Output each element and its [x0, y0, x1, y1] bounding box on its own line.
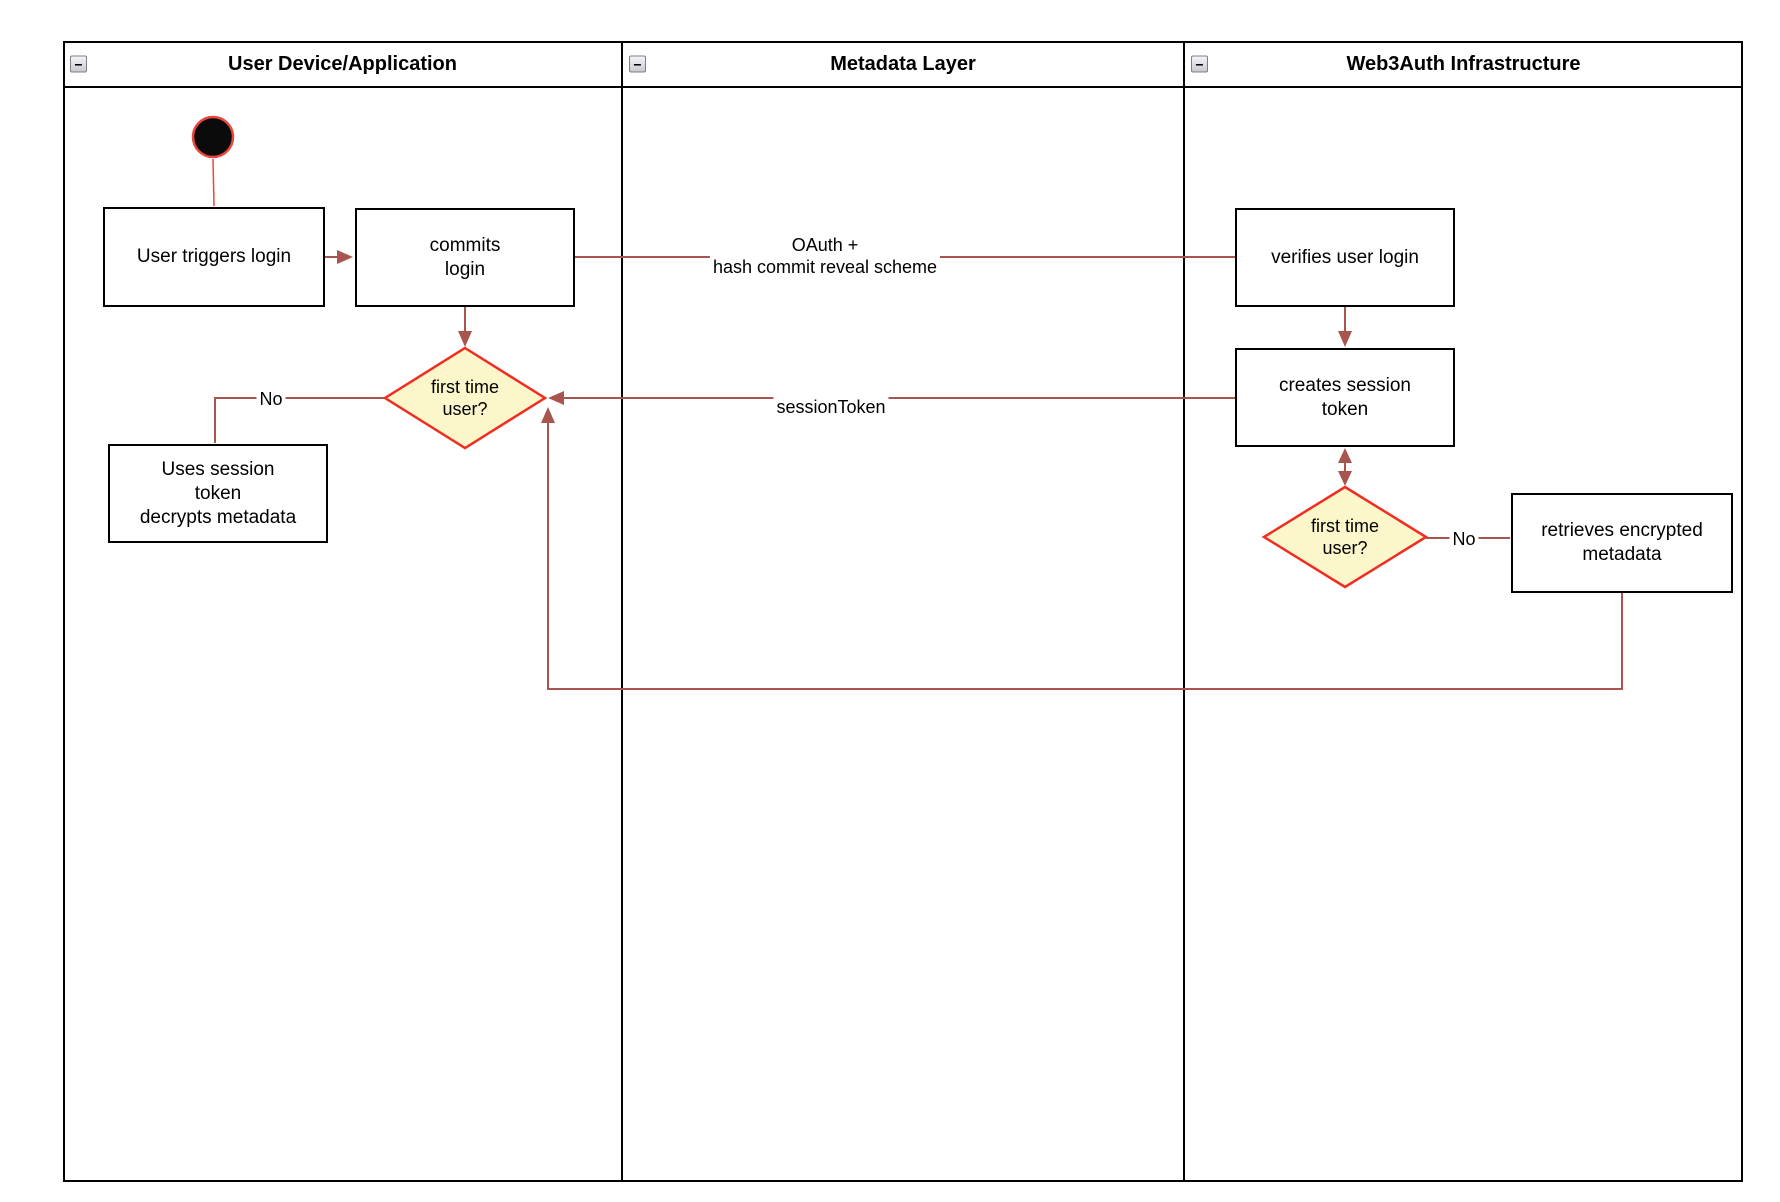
node-label: creates session token: [1278, 374, 1411, 420]
lane-divider-1: [621, 41, 623, 1182]
arrowhead-icon: [541, 407, 555, 423]
node-commits-login[interactable]: commits login: [355, 208, 575, 307]
node-label: retrieves encrypted metadata: [1541, 520, 1703, 565]
arrowhead-icon: [337, 250, 353, 264]
edge-label-session-token: sessionToken: [773, 396, 889, 418]
edge-start-to-trigger: [212, 158, 215, 207]
decision-label: first time user?: [430, 377, 500, 419]
node-verifies-user-login[interactable]: verifies user login: [1235, 208, 1455, 307]
decision-label: first time user?: [1310, 516, 1380, 558]
node-label: verifies user login: [1271, 246, 1419, 268]
lane-header-metadata-layer: − Metadata Layer: [622, 41, 1184, 87]
edge-no-to-uses-session: [214, 397, 385, 443]
lane-title: Metadata Layer: [830, 52, 976, 75]
arrowhead-icon: [1338, 331, 1352, 347]
arrowhead-icon: [1338, 448, 1352, 463]
arrowhead-icon: [1338, 471, 1352, 486]
lane-header-web3auth-infrastructure: − Web3Auth Infrastructure: [1184, 41, 1743, 87]
collapse-button[interactable]: −: [70, 55, 87, 73]
minus-icon: −: [74, 56, 83, 72]
collapse-button[interactable]: −: [629, 55, 646, 73]
node-user-triggers-login[interactable]: User triggers login: [103, 207, 325, 307]
arrowhead-icon: [458, 331, 472, 347]
node-uses-session-token[interactable]: Uses session token decrypts metadata: [108, 444, 328, 543]
collapse-button[interactable]: −: [1191, 55, 1208, 73]
arrowhead-icon: [548, 391, 564, 405]
node-creates-session-token[interactable]: creates session token: [1235, 348, 1455, 447]
pool-frame: [63, 41, 1743, 1182]
minus-icon: −: [633, 56, 642, 72]
start-state-node[interactable]: [191, 115, 235, 159]
decision-first-time-user-infra[interactable]: [1261, 485, 1429, 589]
node-retrieves-encrypted-metadata[interactable]: retrieves encrypted metadata: [1511, 493, 1733, 593]
header-divider: [63, 86, 1743, 88]
lane-header-user-device: − User Device/Application: [63, 41, 622, 87]
lane-title: Web3Auth Infrastructure: [1346, 52, 1581, 75]
node-label: Uses session token decrypts metadata: [139, 458, 297, 528]
lane-title: User Device/Application: [228, 52, 457, 75]
lane-divider-2: [1183, 41, 1185, 1182]
edge-label-no: No: [1449, 528, 1479, 550]
edge-feedback: [547, 423, 1623, 690]
node-label: commits login: [429, 234, 501, 280]
minus-icon: −: [1195, 56, 1204, 72]
edge-label-no: No: [256, 388, 286, 410]
decision-first-time-user-device[interactable]: [382, 346, 548, 450]
node-label: User triggers login: [136, 246, 292, 267]
edge-label-oauth: OAuth + hash commit reveal scheme: [709, 234, 941, 278]
